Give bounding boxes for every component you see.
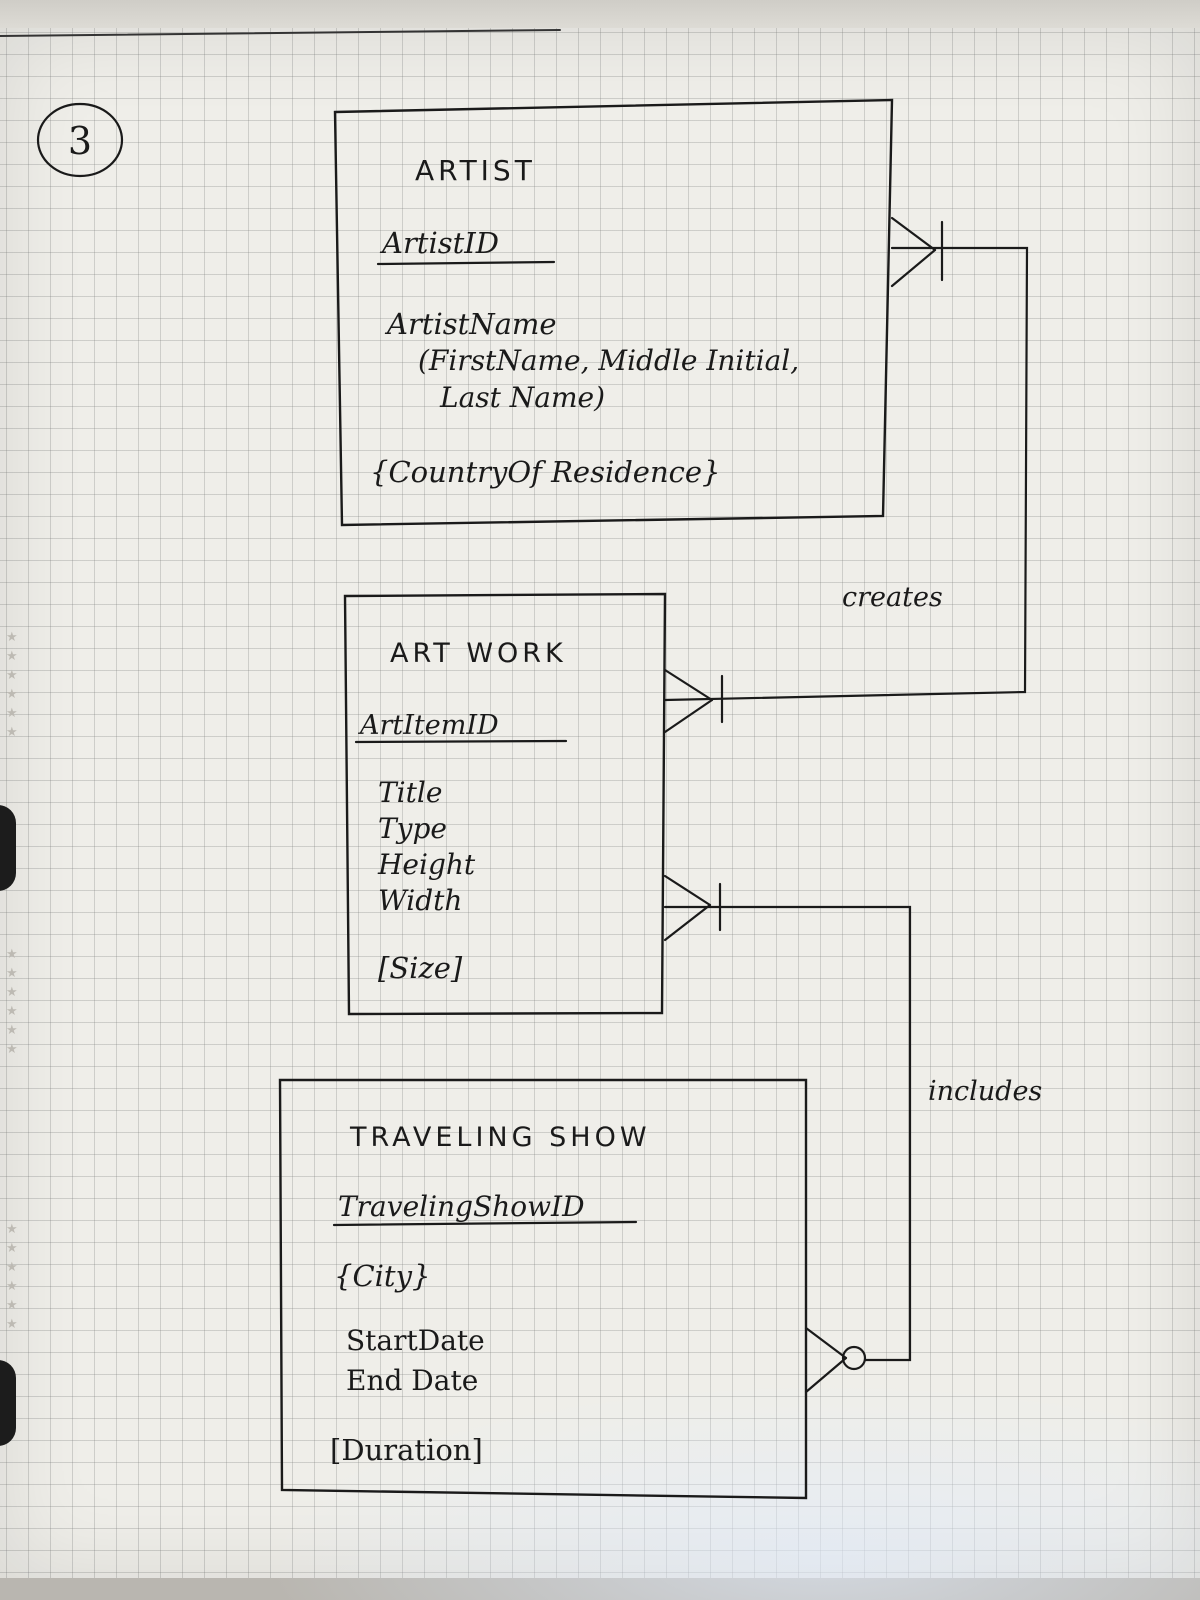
crowfoot-icon <box>663 698 714 734</box>
artist-name-parts-line2: Last Name) <box>439 381 605 414</box>
margin-stars-icon: ★★★★★★ <box>6 630 18 740</box>
artwork-entity-box <box>343 592 667 1016</box>
artwork-size-derived: [Size] <box>378 951 463 985</box>
artist-name-parts-line1: (FirstName, Middle Initial, <box>418 344 799 377</box>
binder-hole <box>0 805 16 891</box>
creates-relationship-label: creates <box>842 582 943 613</box>
graph-paper <box>0 28 1200 1578</box>
crowfoot-icon <box>663 903 712 942</box>
traveling-show-attribute: End Date <box>346 1364 478 1397</box>
artwork-entity-title: ART WORK <box>390 638 567 669</box>
artist-name-attribute: ArtistName <box>384 307 557 341</box>
artwork-attribute: Type <box>378 812 447 845</box>
page-number: 3 <box>68 119 92 163</box>
traveling-show-duration-derived: [Duration] <box>330 1433 483 1467</box>
crowfoot-icon <box>804 1356 848 1394</box>
page-number-circle <box>36 102 124 178</box>
creates-relationship-line <box>663 246 1029 702</box>
optional-circle-icon <box>841 1345 867 1371</box>
margin-stars-icon: ★★★★★★ <box>6 947 18 1057</box>
traveling-show-attribute: StartDate <box>346 1324 485 1357</box>
artwork-attribute: Height <box>377 848 476 881</box>
artwork-attribute: Width <box>378 884 462 917</box>
traveling-show-city-multivalued: {City} <box>334 1259 430 1293</box>
crowfoot-icon <box>663 668 714 702</box>
margin-stars-icon: ★★★★★★ <box>6 1222 18 1332</box>
traveling-show-entity-title: TRAVELING SHOW <box>349 1122 651 1153</box>
artwork-attribute: Title <box>378 776 442 809</box>
crowfoot-icon <box>804 1326 848 1360</box>
artist-country-multivalued: {CountryOf Residence} <box>370 455 721 489</box>
traveling-show-key-underline <box>332 1220 638 1227</box>
artist-key-underline <box>376 260 556 266</box>
includes-relationship-line <box>663 905 912 1362</box>
traveling-show-key-attribute: TravelingShowID <box>338 1190 585 1223</box>
crowfoot-icon <box>890 248 937 288</box>
artist-key-attribute: ArtistID <box>379 226 499 260</box>
page-top-edge <box>0 0 1200 30</box>
artist-entity-box <box>333 98 894 527</box>
crowfoot-icon <box>663 874 712 907</box>
traveling-show-entity-box <box>278 1078 808 1500</box>
artwork-key-attribute: ArtItemID <box>357 710 499 741</box>
includes-relationship-label: includes <box>928 1076 1042 1107</box>
page-edge-line <box>0 29 561 37</box>
binder-hole <box>0 1360 16 1446</box>
crowfoot-icon <box>890 216 937 252</box>
artist-entity-title: ARTIST <box>415 154 536 187</box>
artwork-key-underline <box>354 739 568 744</box>
